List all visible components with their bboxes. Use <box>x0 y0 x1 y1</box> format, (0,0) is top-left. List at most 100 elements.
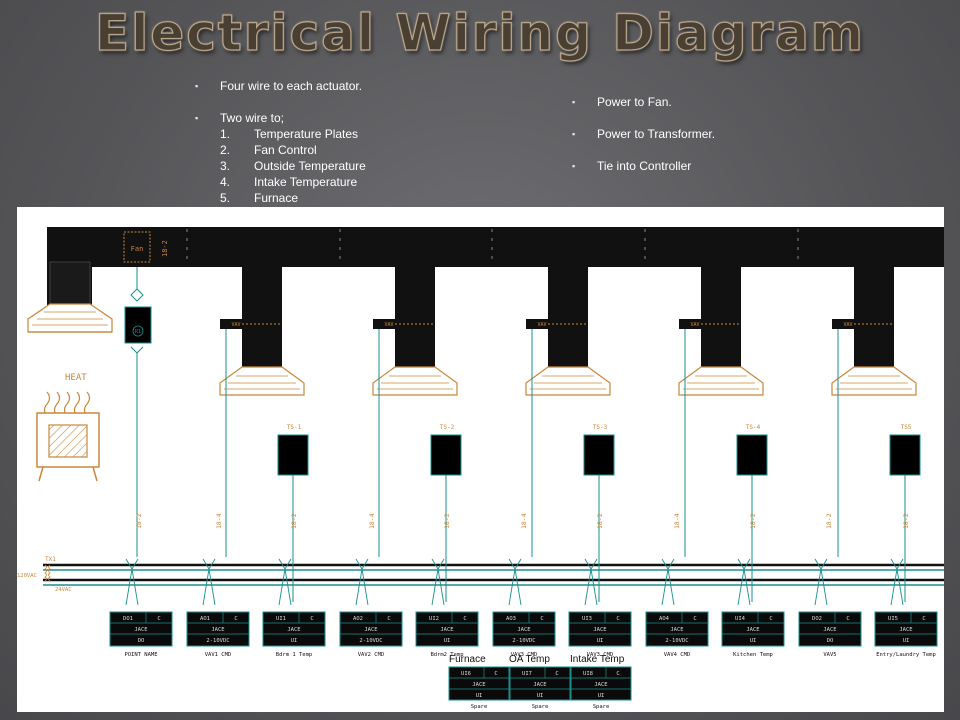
vav-drop <box>854 262 894 369</box>
spare-label-oa-temp: OA Temp <box>509 654 550 665</box>
vav-actuator <box>526 319 548 329</box>
relay-label: R1 <box>135 329 141 335</box>
controller-block <box>721 611 785 647</box>
spare-point: UI6 <box>461 671 471 677</box>
thermostat <box>277 434 309 476</box>
diffuser-grille <box>831 366 917 396</box>
left-notes: Four wire to each actuator. Two wire to;… <box>195 78 366 206</box>
list-item: 5.Furnace <box>220 191 299 205</box>
controller-point: UI1 <box>276 616 286 622</box>
spare-type: UI <box>537 693 544 699</box>
fan-icon: Fan <box>123 231 151 263</box>
wire-fan-in <box>661 558 675 606</box>
voltage-in-label: 120VAC <box>17 573 37 579</box>
controller-module: JACE <box>593 627 606 633</box>
wire-fan-in <box>125 558 139 606</box>
note-power-transformer: Power to Transformer. <box>572 126 715 142</box>
controller-module: JACE <box>746 627 759 633</box>
vav-tag: VAV <box>537 322 546 328</box>
vav-actuator <box>832 319 854 329</box>
wire-fan-in <box>814 558 828 606</box>
controller-common: C <box>387 616 390 622</box>
note-two-wire: Two wire to; <box>195 110 366 126</box>
controller-name: Kitchen Temp <box>733 652 773 658</box>
supply-duct <box>47 227 944 267</box>
list-item: 4.Intake Temperature <box>220 175 358 189</box>
heat-label: HEAT <box>65 373 87 383</box>
vav-drop <box>701 262 741 369</box>
return-grille <box>27 303 113 333</box>
diffuser-grille <box>219 366 305 396</box>
controller-common: C <box>693 616 696 622</box>
controller-name: Bdrm2 Temp <box>430 652 463 658</box>
spare-module: JACE <box>472 682 485 688</box>
spare-block <box>570 666 632 701</box>
thermostat-label: TS-2 <box>440 424 455 431</box>
controller-type: DO <box>827 638 834 644</box>
thermostat <box>889 434 921 476</box>
controller-type: 2-10VDC <box>206 638 229 644</box>
controller-module: JACE <box>899 627 912 633</box>
fan-wire-tag: 18-2 <box>161 240 169 257</box>
slide-title: Electrical Wiring Diagram <box>94 3 866 62</box>
thermostat <box>736 434 768 476</box>
spare-module: JACE <box>533 682 546 688</box>
controller-name: Entry/Laundry Temp <box>876 652 936 658</box>
wire-tag: 18-2 <box>596 513 604 529</box>
wire-tag: 18-4 <box>368 513 376 529</box>
controller-type: UI <box>444 638 451 644</box>
controller-point: AO1 <box>200 616 210 622</box>
diffuser-vanes <box>530 375 606 390</box>
spare-type: UI <box>598 693 605 699</box>
spare-common: C <box>494 671 497 677</box>
vav-actuator <box>220 319 242 329</box>
spare-point: UI7 <box>522 671 532 677</box>
controller-block <box>262 611 326 647</box>
controller-module: JACE <box>287 627 300 633</box>
spare-point: UI8 <box>583 671 593 677</box>
controller-common: C <box>616 616 619 622</box>
note-four-wire: Four wire to each actuator. <box>195 78 366 94</box>
wiring-diagram-svg: Fan 18-2 R1 HEAT TX1 120VAC <box>17 227 944 710</box>
controller-type: 2-10VDC <box>512 638 535 644</box>
wire-tag: 18-2 <box>902 513 910 529</box>
controller-type: 2-10VDC <box>665 638 688 644</box>
diffuser-vanes <box>224 375 300 390</box>
controller-common: C <box>157 616 160 622</box>
thermostat-label: TS-1 <box>287 424 302 431</box>
diffuser-vanes <box>836 375 912 390</box>
controller-block <box>109 611 173 647</box>
wire-fan-in <box>508 558 522 606</box>
controller-type: UI <box>597 638 604 644</box>
controller-name: POINT NAME <box>124 652 157 658</box>
voltage-out-label: 24VAC <box>55 587 72 593</box>
wire-tag: 18-2 <box>443 513 451 529</box>
controller-module: JACE <box>517 627 530 633</box>
vav-tag: VAV <box>384 322 393 328</box>
diffuser-grille <box>525 366 611 396</box>
spare-label-furnace: Furnace <box>449 654 486 665</box>
controller-module: JACE <box>440 627 453 633</box>
controller-point: AO4 <box>659 616 670 622</box>
wire-tag: 18-4 <box>215 513 223 529</box>
controller-point: UI4 <box>735 616 746 622</box>
vav-tag: VAV <box>843 322 852 328</box>
diffuser-vanes <box>683 375 759 390</box>
vav-tag: VAV <box>690 322 699 328</box>
spare-block <box>509 666 571 701</box>
controller-point: DO1 <box>123 616 133 622</box>
controller-common: C <box>922 616 925 622</box>
fan-label: Fan <box>131 245 144 253</box>
controller-block <box>874 611 938 647</box>
controller-name: VAV3 CMD <box>511 652 538 658</box>
controller-module: JACE <box>670 627 683 633</box>
controller-block <box>645 611 709 647</box>
note-tie-controller: Tie into Controller <box>572 158 715 174</box>
controller-point: UI3 <box>582 616 592 622</box>
list-item: 2.Fan Control <box>220 143 317 157</box>
controller-name: Bdrm 1 Temp <box>276 652 312 658</box>
spare-block <box>448 666 510 701</box>
controller-common: C <box>463 616 466 622</box>
controller-common: C <box>769 616 772 622</box>
list-item: 3.Outside Temperature <box>220 159 366 173</box>
